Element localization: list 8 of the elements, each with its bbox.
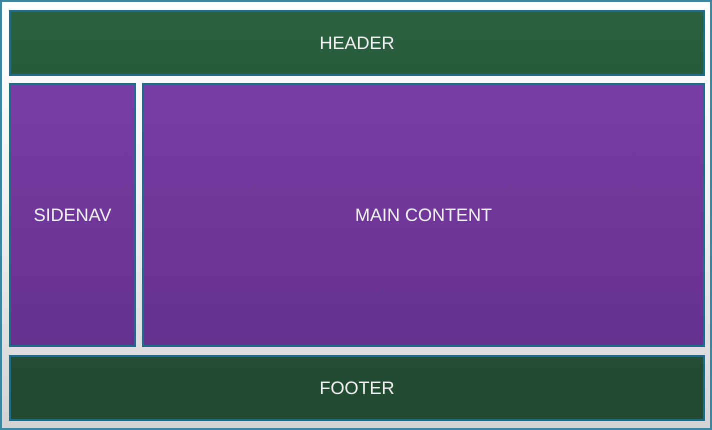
footer-bar	[9, 355, 705, 421]
region-label: FOOTER	[320, 378, 394, 398]
region-label: HEADER	[319, 32, 394, 54]
region-label: MAIN CONTENT	[355, 204, 492, 226]
main-content-panel	[142, 83, 705, 347]
region-label: SIDENAV	[34, 204, 112, 226]
header-bar	[9, 10, 705, 76]
sidenav-panel	[9, 83, 136, 347]
